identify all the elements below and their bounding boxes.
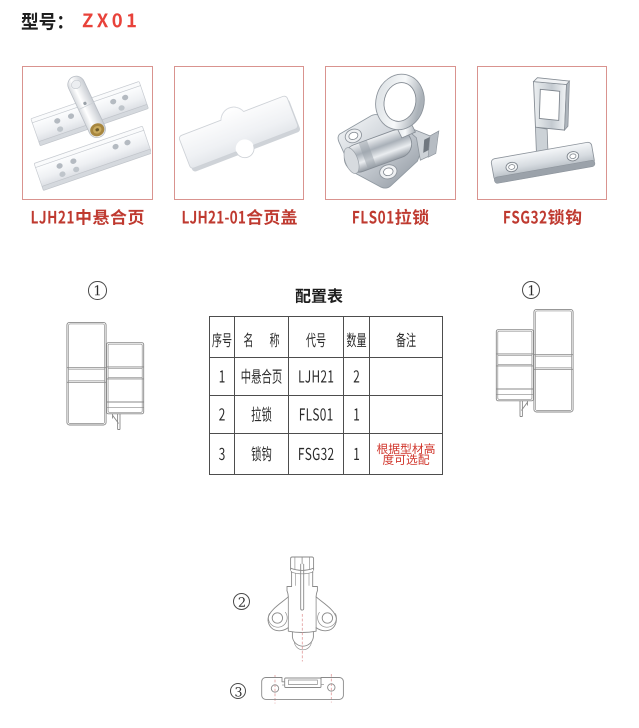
latch-front-drawing-svg xyxy=(267,556,337,662)
callout-latch-front: ② xyxy=(232,592,251,611)
product-label-hinge: LJH21中悬合页 xyxy=(22,206,153,228)
model-label: 型号： xyxy=(21,9,83,33)
config-row-2: 2 拉锁 FLS01 1 xyxy=(209,395,443,434)
cell-index-3: 3 xyxy=(209,433,235,475)
config-row-3: 3 锁钩 FSG32 1 根据型材高度可选配 xyxy=(209,433,443,475)
hinge-photo xyxy=(24,68,152,198)
model-value: ZX01 xyxy=(82,9,142,33)
latch-front-drawing xyxy=(266,552,340,662)
config-table: 序号 名 称 代号 数量 备注 1 中悬合页 LJH21 2 2 拉锁 xyxy=(209,316,443,475)
product-card-hinge-cover xyxy=(173,66,304,200)
callout-keeper-plate-digit: ③ xyxy=(231,684,246,699)
product-label-pull-latch: FLS01拉锁 xyxy=(325,206,456,228)
callout-left-assembly-digit: ① xyxy=(89,282,106,299)
cell-code-3: FSG32 xyxy=(288,433,344,475)
hinge-photo-svg xyxy=(30,75,152,191)
callout-right-assembly-digit: ① xyxy=(523,282,540,299)
cell-remark-2 xyxy=(369,395,443,434)
lock-hook-photo xyxy=(479,68,606,198)
pull-latch-photo-svg xyxy=(337,73,440,189)
hinge-cover-photo xyxy=(176,68,303,198)
cell-name-2: 拉锁 xyxy=(234,395,289,434)
keeper-plate-drawing-svg xyxy=(261,674,344,704)
hinge-cover-photo-svg xyxy=(178,95,300,172)
callout-left-assembly: ① xyxy=(88,281,107,300)
config-table-body: 1 中悬合页 LJH21 2 2 拉锁 FLS01 1 3 锁钩 FSG32 xyxy=(209,357,443,475)
cell-name-1: 中悬合页 xyxy=(234,357,289,396)
cell-code-2: FLS01 xyxy=(288,395,344,434)
product-card-pull-latch xyxy=(325,66,456,200)
left-assembly-drawing xyxy=(60,312,152,438)
cell-code-1: LJH21 xyxy=(288,357,344,396)
col-header-qty: 数量 xyxy=(343,316,370,358)
lock-hook-photo-svg xyxy=(490,77,595,184)
config-row-1: 1 中悬合页 LJH21 2 xyxy=(209,357,443,396)
callout-right-assembly: ① xyxy=(521,280,541,300)
cell-name-3: 锁钩 xyxy=(234,433,289,475)
pull-latch-photo xyxy=(327,68,454,198)
cell-index-1: 1 xyxy=(209,357,235,396)
assembly-drawing-svg xyxy=(66,321,145,430)
assembly-drawing-svg xyxy=(495,308,574,417)
config-table-title: 配置表 xyxy=(209,287,429,307)
product-card-lock-hook xyxy=(476,66,607,200)
col-header-remark: 备注 xyxy=(369,316,443,358)
product-card-hinge xyxy=(22,66,153,200)
config-table-head: 序号 名 称 代号 数量 备注 xyxy=(209,316,443,358)
cell-remark-3: 根据型材高度可选配 xyxy=(369,433,443,475)
product-label-hinge-cover: LJH21-01合页盖 xyxy=(174,206,305,228)
config-table-header-row: 序号 名 称 代号 数量 备注 xyxy=(209,316,443,358)
cell-qty-1: 2 xyxy=(343,357,370,396)
col-header-code: 代号 xyxy=(288,316,344,358)
cell-remark-1 xyxy=(369,357,443,396)
right-assembly-drawing xyxy=(488,299,580,425)
callout-latch-front-digit: ② xyxy=(234,594,250,610)
keeper-plate-drawing xyxy=(258,672,348,706)
cell-qty-2: 1 xyxy=(343,395,370,434)
col-header-name: 名 称 xyxy=(234,316,289,358)
product-label-lock-hook: FSG32锁钩 xyxy=(477,206,608,228)
col-header-index: 序号 xyxy=(209,316,235,358)
cell-qty-3: 1 xyxy=(343,433,370,475)
cell-index-2: 2 xyxy=(209,395,235,434)
callout-keeper-plate: ③ xyxy=(229,682,247,700)
